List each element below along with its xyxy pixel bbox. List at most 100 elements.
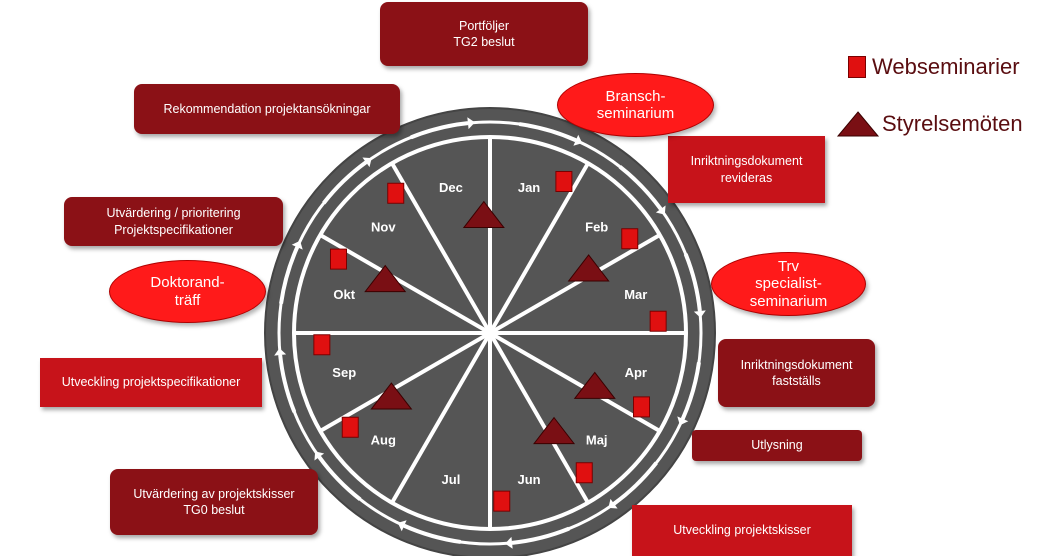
cycle-arrowhead-icon: [608, 498, 618, 509]
box-rekommendation: Rekommendation projektansökningar: [134, 84, 400, 134]
box-utvardering-projektskisser: Utvärdering av projektskisser TG0 beslut: [110, 469, 318, 535]
month-label-feb: Feb: [585, 219, 608, 234]
oval-doktorandtraff: Doktorand- träff: [109, 260, 266, 323]
wheel-spoke: [390, 162, 492, 334]
cycle-arrowhead-icon: [655, 205, 666, 215]
webseminar-marker-icon: [555, 170, 573, 192]
meeting-marker-icon: [462, 200, 505, 229]
cycle-arrow: [511, 526, 570, 545]
meeting-marker-icon: [533, 416, 576, 445]
cycle-arrow: [322, 160, 368, 205]
box-utveckling-projektskisser-line-1: Utveckling projektskisser: [673, 523, 811, 538]
triangle-marker-icon: [836, 111, 880, 137]
month-label-nov: Nov: [371, 219, 396, 234]
box-utvardering-prioritering: Utvärdering / prioritering Projektspecif…: [64, 197, 283, 246]
cycle-arrow: [410, 121, 469, 140]
cycle-arrowhead-icon: [693, 310, 706, 318]
month-label-aug: Aug: [371, 433, 396, 448]
box-inriktningsdokument-faststalls-line-2: fastställs: [772, 374, 821, 388]
cycle-arrowhead-icon: [314, 451, 325, 461]
cycle-arrow: [519, 122, 577, 143]
webseminar-marker-icon: [493, 490, 511, 512]
cycle-arrow: [612, 461, 658, 506]
wheel-spoke: [390, 331, 492, 504]
month-label-apr: Apr: [625, 365, 647, 380]
cycle-arrowhead-icon: [505, 536, 513, 549]
cycle-arrowhead-icon: [274, 348, 287, 356]
legend-webseminarier-label: Webseminarier: [872, 54, 1020, 79]
oval-doktorandtraff-line-2: träff: [174, 291, 201, 309]
cycle-arrowhead-icon: [467, 117, 475, 130]
wheel-track-line: [277, 120, 703, 546]
cycle-arrow: [317, 455, 362, 501]
box-inriktningsdokument-revideras-line-1: Inriktningsdokument: [690, 154, 803, 169]
box-utveckling-projektskisser: Utveckling projektskisser: [632, 505, 852, 556]
oval-trv-specialistseminarium: Trv specialist- seminarium: [711, 252, 866, 316]
webseminar-marker-icon: [387, 182, 405, 204]
oval-branschseminarium-line-1: Bransch-: [605, 87, 666, 105]
wheel-spoke: [319, 331, 492, 433]
box-utvardering-prioritering-line-2: Projektspecifikationer: [114, 222, 233, 237]
wheel-spoke: [319, 233, 492, 335]
wheel-spoke: [488, 331, 590, 504]
box-utvardering-projektskisser-line-1: Utvärdering av projektskisser: [133, 486, 295, 501]
meeting-marker-icon: [370, 382, 413, 410]
oval-trv-line-1: Trv: [777, 258, 800, 276]
box-inriktningsdokument-revideras: Inriktningsdokument revideras: [668, 136, 825, 203]
oval-trv-line-3: seminarium: [749, 292, 828, 310]
cycle-arrowhead-icon: [291, 240, 303, 250]
cycle-arrow: [680, 362, 701, 420]
month-label-mar: Mar: [624, 287, 647, 302]
oval-branschseminarium-line-2: seminarium: [596, 105, 675, 122]
wheel-spoke: [488, 331, 661, 433]
webseminar-marker-icon: [313, 334, 331, 356]
box-inriktningsdokument-revideras-line-2: revideras: [720, 170, 773, 185]
box-inriktningsdokument-faststalls-line-1: Inriktningsdokument: [740, 357, 853, 372]
legend-styrelsemoten-label: Styrelsemöten: [882, 111, 1023, 136]
cycle-arrowhead-icon: [362, 157, 372, 168]
webseminar-marker-icon: [649, 310, 667, 332]
cycle-arrow: [278, 354, 297, 413]
meeting-marker-icon: [573, 371, 616, 399]
box-portfoljer-line-2: TG2 beslut: [453, 35, 515, 49]
webseminar-marker-icon: [633, 396, 651, 418]
webseminar-marker-icon: [575, 462, 593, 484]
wheel-hub: [486, 329, 494, 337]
oval-doktorandtraff-line-1: Doktorand-: [150, 274, 225, 292]
box-utlysning: Utlysning: [692, 430, 862, 461]
legend-webseminarier: Webseminarier: [848, 54, 1020, 80]
cycle-arrow: [683, 253, 702, 312]
cycle-arrowhead-icon: [573, 134, 583, 146]
cycle-arrow: [618, 165, 663, 211]
box-utveckling-projektspecifikationer: Utveckling projektspecifikationer: [40, 358, 262, 407]
month-label-sep: Sep: [332, 365, 356, 380]
cycle-arrowhead-icon: [397, 520, 407, 532]
box-utvardering-prioritering-line-1: Utvärdering / prioritering: [106, 206, 241, 221]
cycle-arrow: [279, 246, 300, 304]
cycle-arrow: [403, 523, 461, 544]
webseminar-marker-icon: [329, 248, 347, 270]
month-label-jul: Jul: [442, 472, 461, 487]
cycle-arrowhead-icon: [677, 416, 689, 426]
box-utveckling-projektspecifikationer-line-1: Utveckling projektspecifikationer: [61, 375, 241, 390]
box-portfoljer-line-1: Portföljer: [458, 18, 510, 33]
month-label-okt: Okt: [333, 287, 355, 302]
box-portfoljer: Portföljer TG2 beslut: [380, 2, 588, 66]
square-marker-icon: [848, 56, 866, 78]
legend-styrelsemoten: Styrelsemöten: [836, 110, 1023, 138]
webseminar-marker-icon: [621, 228, 639, 250]
wheel-spoke: [488, 233, 661, 335]
oval-trv-line-2: specialist-: [755, 275, 822, 293]
box-utlysning-line-1: Utlysning: [751, 438, 803, 453]
webseminar-marker-icon: [341, 416, 359, 438]
month-label-jan: Jan: [518, 180, 540, 195]
meeting-marker-icon: [364, 264, 407, 293]
month-label-dec: Dec: [439, 180, 463, 195]
oval-branschseminarium: Bransch- seminarium: [557, 73, 714, 137]
box-utvardering-projektskisser-line-2: TG0 beslut: [183, 503, 245, 517]
box-inriktningsdokument-faststalls: Inriktningsdokument fastställs: [718, 339, 875, 407]
month-label-jun: Jun: [517, 472, 540, 487]
month-label-maj: Maj: [586, 433, 608, 448]
meeting-marker-icon: [567, 254, 610, 282]
